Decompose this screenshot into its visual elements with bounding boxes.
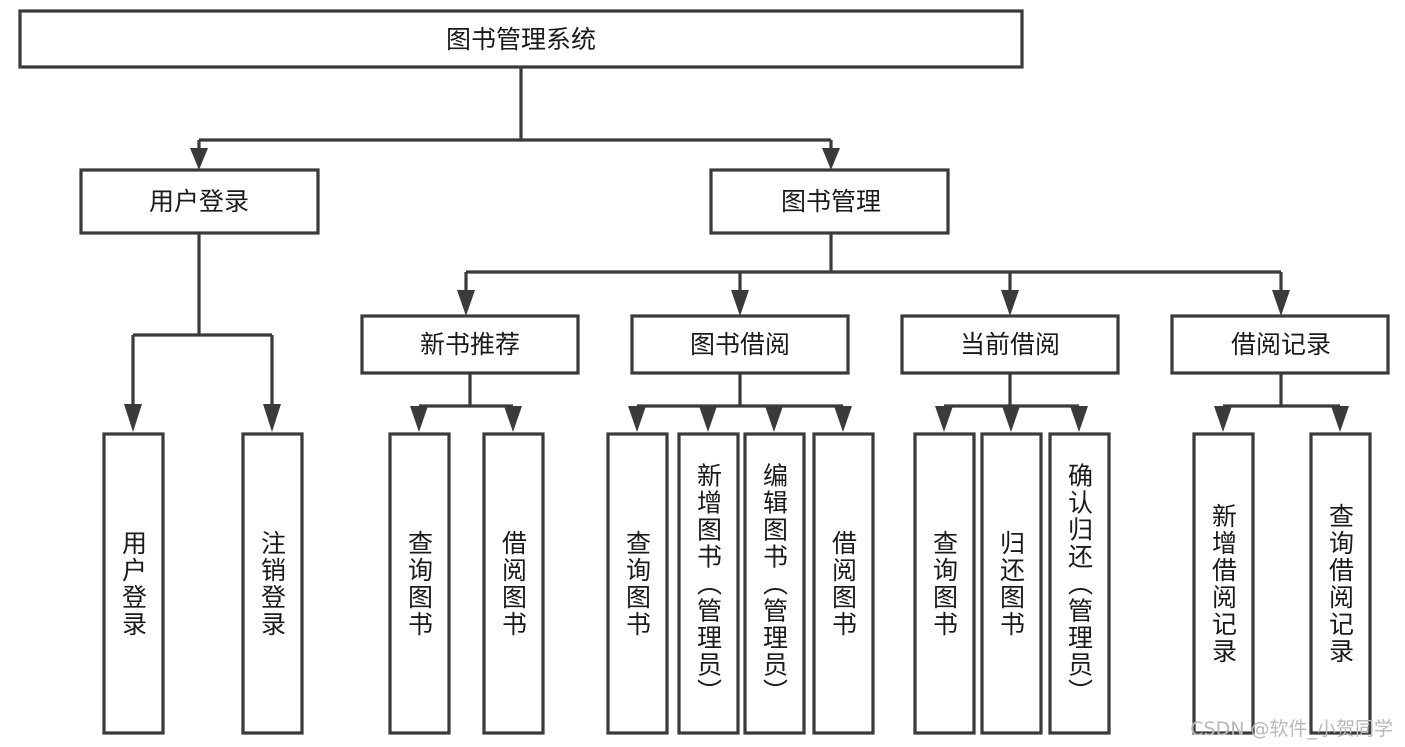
node-leaf-borrow-book-1[interactable]: 借阅图书 xyxy=(482,432,545,735)
node-new-book-recommend-box[interactable] xyxy=(360,314,580,375)
arrow-head-leaf-edit-book xyxy=(765,406,783,432)
node-leaf-query-book-2-box[interactable] xyxy=(606,432,669,735)
arrow-head-leaf-return-book xyxy=(1002,406,1020,432)
node-new-book-recommend[interactable]: 新书推荐 xyxy=(360,314,580,375)
node-leaf-query-book-1[interactable]: 查询图书 xyxy=(388,432,451,735)
arrow-head-book-management xyxy=(822,148,840,170)
arrow-head-new-book-recommend xyxy=(457,290,475,316)
node-leaf-query-book-3[interactable]: 查询图书 xyxy=(913,432,976,735)
node-current-borrow[interactable]: 当前借阅 xyxy=(900,314,1120,375)
node-root[interactable]: 图书管理系统 xyxy=(18,9,1024,69)
node-leaf-query-book-3-box[interactable] xyxy=(913,432,976,735)
node-leaf-borrow-book-2[interactable]: 借阅图书 xyxy=(812,432,875,735)
node-leaf-confirm-return-label: 确认归还（管理员） xyxy=(1065,463,1094,706)
node-leaf-query-book-1-label: 查询图书 xyxy=(405,530,434,638)
node-leaf-query-record-box[interactable] xyxy=(1309,432,1372,735)
node-new-book-recommend-label: 新书推荐 xyxy=(420,330,520,359)
node-leaf-confirm-return[interactable]: 确认归还（管理员） xyxy=(1048,432,1111,735)
node-leaf-add-record[interactable]: 新增借阅记录 xyxy=(1192,432,1255,735)
arrow-head-leaf-add-record xyxy=(1214,406,1232,432)
node-leaf-logout-login-box[interactable] xyxy=(241,432,304,735)
node-leaf-borrow-book-2-box[interactable] xyxy=(812,432,875,735)
node-leaf-add-book-box[interactable] xyxy=(677,432,740,735)
arrow-head-leaf-user-login xyxy=(124,404,142,432)
node-leaf-query-book-1-box[interactable] xyxy=(388,432,451,735)
node-leaf-user-login[interactable]: 用户登录 xyxy=(102,432,165,735)
node-book-management-label: 图书管理 xyxy=(781,187,881,216)
arrow-head-leaf-query-record xyxy=(1331,406,1349,432)
node-leaf-user-login-label: 用户登录 xyxy=(119,530,148,638)
node-user-login-box[interactable] xyxy=(79,168,320,235)
node-leaf-confirm-return-box[interactable] xyxy=(1048,432,1111,735)
node-leaf-add-record-label: 新增借阅记录 xyxy=(1209,503,1238,665)
node-borrow-record[interactable]: 借阅记录 xyxy=(1170,314,1390,375)
node-leaf-user-login-box[interactable] xyxy=(102,432,165,735)
node-leaf-return-book[interactable]: 归还图书 xyxy=(980,432,1043,735)
arrow-head-borrow-record xyxy=(1272,290,1290,316)
node-leaf-query-book-3-label: 查询图书 xyxy=(930,530,959,638)
node-leaf-query-book-2-label: 查询图书 xyxy=(623,530,652,638)
node-root-box[interactable] xyxy=(18,9,1024,69)
arrow-head-leaf-borrow-book-1 xyxy=(504,406,522,432)
node-leaf-borrow-book-2-label: 借阅图书 xyxy=(829,530,858,638)
node-leaf-add-book-label: 新增图书（管理员） xyxy=(694,463,723,706)
node-book-management[interactable]: 图书管理 xyxy=(709,168,950,235)
arrow-head-leaf-logout-login xyxy=(263,404,281,432)
node-leaf-borrow-book-1-box[interactable] xyxy=(482,432,545,735)
node-user-login-label: 用户登录 xyxy=(149,187,249,216)
node-leaf-return-book-label: 归还图书 xyxy=(997,530,1026,638)
arrow-head-leaf-query-book-1 xyxy=(410,406,428,432)
node-leaf-query-record-label: 查询借阅记录 xyxy=(1326,503,1355,665)
arrow-head-book-borrow xyxy=(731,290,749,316)
arrow-head-leaf-confirm-return xyxy=(1070,406,1088,432)
arrow-head-leaf-query-book-3 xyxy=(935,406,953,432)
node-leaf-query-record[interactable]: 查询借阅记录 xyxy=(1309,432,1372,735)
node-borrow-record-box[interactable] xyxy=(1170,314,1390,375)
node-leaf-logout-login[interactable]: 注销登录 xyxy=(241,432,304,735)
node-book-borrow-box[interactable] xyxy=(630,314,850,375)
node-user-login[interactable]: 用户登录 xyxy=(79,168,320,235)
node-leaf-edit-book-label: 编辑图书（管理员） xyxy=(760,463,789,706)
node-leaf-add-record-box[interactable] xyxy=(1192,432,1255,735)
node-leaf-return-book-box[interactable] xyxy=(980,432,1043,735)
node-leaf-add-book[interactable]: 新增图书（管理员） xyxy=(677,432,740,735)
node-current-borrow-label: 当前借阅 xyxy=(960,330,1060,359)
arrow-head-current-borrow xyxy=(1001,290,1019,316)
node-leaf-query-book-2[interactable]: 查询图书 xyxy=(606,432,669,735)
arrow-head-leaf-borrow-book-2 xyxy=(834,406,852,432)
node-leaf-borrow-book-1-label: 借阅图书 xyxy=(499,530,528,638)
node-book-borrow[interactable]: 图书借阅 xyxy=(630,314,850,375)
node-leaf-edit-book-box[interactable] xyxy=(743,432,806,735)
node-root-label: 图书管理系统 xyxy=(446,25,596,54)
node-book-management-box[interactable] xyxy=(709,168,950,235)
node-book-borrow-label: 图书借阅 xyxy=(690,330,790,359)
node-current-borrow-box[interactable] xyxy=(900,314,1120,375)
edge-layer xyxy=(124,67,1349,432)
arrow-head-leaf-query-book-2 xyxy=(628,406,646,432)
arrow-head-user-login xyxy=(190,148,208,170)
node-leaf-edit-book[interactable]: 编辑图书（管理员） xyxy=(743,432,806,735)
node-leaf-logout-login-label: 注销登录 xyxy=(258,530,287,638)
node-borrow-record-label: 借阅记录 xyxy=(1231,330,1331,359)
arrow-head-leaf-add-book xyxy=(699,406,717,432)
